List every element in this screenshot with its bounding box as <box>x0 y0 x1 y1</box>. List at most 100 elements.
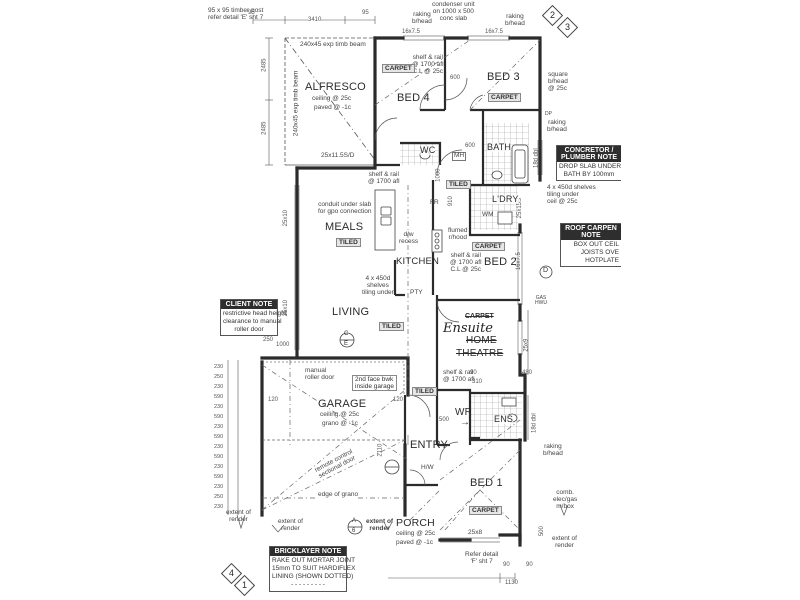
extent-render-2: extent of render <box>278 518 303 532</box>
conduit-note: conduit under slab for gpo connection <box>318 201 372 215</box>
square-bhead: square b/head @ 25c <box>548 71 568 92</box>
dim-window-16x75-a: 16x7.5 <box>402 29 421 35</box>
dim-25x9: 25x9 <box>523 338 530 352</box>
dim-600-a: 600 <box>450 75 461 81</box>
section-d-label: D <box>543 267 549 274</box>
pantry-label: PTY <box>410 289 423 296</box>
raking-bhead-bed1: raking b/head <box>543 443 563 457</box>
shelf-rail-meals: shelf & rail @ 1700 afl <box>368 171 400 185</box>
dim-2485-b: 2485 <box>261 121 268 135</box>
bricklayer-note-title: BRICKLAYER NOTE <box>270 547 346 556</box>
room-bed2: BED 2 <box>484 256 517 268</box>
wr-arrow-icon: → <box>460 417 470 428</box>
laundry-shelves: 4 x 450d shelves tiling under ceil @ 25c <box>547 184 596 205</box>
alfresco-ceiling: ceiling @ 25c <box>312 95 352 102</box>
alfresco-paving: paved @ -1c <box>314 104 351 111</box>
dim-500: 500 <box>439 417 450 423</box>
hot-water-label: H/W <box>421 464 434 471</box>
entry-floor-tiled: TILED <box>412 387 437 396</box>
shelf-rail-theatre: shelf & rail @ 1700 afl <box>443 369 475 383</box>
manhole-label: MH <box>452 152 467 161</box>
concretor-note-body: DROP SLAB UNDER BATH BY 100mm <box>559 163 622 179</box>
left-dimension-column: 230 250 230 590 230 590 230 590 230 590 … <box>214 364 224 510</box>
extent-render-3: extent of render <box>366 518 394 532</box>
bed2-floor-carpet: CARPET <box>472 242 505 251</box>
section-c-label: C <box>344 331 349 337</box>
room-garage: GARAGE <box>318 398 367 410</box>
extent-render-1: extent of render <box>226 509 251 523</box>
face-brick-note: 2nd face bwk inside garage <box>352 375 398 392</box>
condenser-note: condenser unit on 1000 x 500 conc slab <box>432 1 475 22</box>
shelf-rail-bed4: shelf & rail @ 1700 afl C.L @ 25c <box>412 54 444 75</box>
dim-90: 90 <box>470 370 477 376</box>
dim-250: 250 <box>263 337 274 343</box>
room-ens: ENS <box>494 414 514 425</box>
gas-hwu-label: GAS HWU <box>535 295 547 307</box>
client-note-body: restrictive head height clearance to man… <box>223 310 287 334</box>
flumed-rangehood: flumed r/hood <box>448 227 468 241</box>
bricklayer-note: BRICKLAYER NOTE RAKE OUT MORTAR JOINT 15… <box>269 546 356 592</box>
garage-ceiling: ceiling @ 25c <box>320 411 360 418</box>
section-a-sheet: 6 <box>352 528 356 534</box>
roof-note-body: BOX OUT CEIL JOISTS OVE HOTPLATE <box>573 241 619 265</box>
dim-500-porch: 500 <box>538 526 545 537</box>
room-porch: PORCH <box>396 517 435 529</box>
manual-roller-door: manual roller door <box>305 367 335 381</box>
client-note: CLIENT NOTE restrictive head height clea… <box>220 299 287 337</box>
room-wr: WR <box>455 407 473 418</box>
dim-2485-a: 2485 <box>261 58 268 72</box>
beam-top-note: 240x45 exp timb beam <box>300 41 366 48</box>
room-bed1: BED 1 <box>470 477 503 489</box>
roof-note-title: ROOF CARPEN NOTE <box>561 224 621 240</box>
ensuite-handwritten: Ensuite <box>443 321 493 336</box>
room-kitchen: KITCHEN <box>396 256 440 267</box>
fridge-label: FR <box>430 199 439 206</box>
dim-480: 480 <box>522 370 533 376</box>
comb-meter-box: comb. elec/gas m/box <box>553 489 578 510</box>
raking-bhead-right: raking b/head <box>505 13 525 27</box>
room-meals: MEALS <box>325 221 364 233</box>
sliding-door-label: 25x11.5S/D <box>321 152 355 159</box>
dim-2110: 2110 <box>377 443 384 457</box>
dim-1000: 1000 <box>435 168 442 182</box>
dim-600-b: 600 <box>465 143 476 149</box>
bricklayer-note-body: RAKE OUT MORTAR JOINT 15mm TO SUIT HARDI… <box>272 557 356 589</box>
extent-render-4: extent of render <box>552 535 577 549</box>
room-bed3: BED 3 <box>487 71 520 83</box>
edge-of-grano: edge of grano <box>318 491 359 499</box>
dim-18d-dbl: 18d dbl <box>533 148 540 168</box>
theatre-old-name-home: HOME <box>466 335 497 346</box>
concretor-note-title: CONCRETOR / PLUMBER NOTE <box>557 146 621 162</box>
section-c-sheet: E <box>344 341 349 347</box>
dim-90-b: 90 <box>526 562 533 568</box>
dim-1130: 1130 <box>505 580 518 586</box>
dim-1000-garage: 1000 <box>276 342 290 348</box>
raking-bhead-left: raking b/head <box>412 11 432 25</box>
dim-3410: 3410 <box>308 17 322 24</box>
dim-95-left: 95 <box>248 10 255 16</box>
bed1-floor-carpet: CARPET <box>469 506 502 515</box>
meals-floor-tiled: TILED <box>336 238 361 247</box>
theatre-old-name-theatre: THEATRE <box>456 348 504 359</box>
garage-grano: grano @ -1c <box>322 420 358 427</box>
theatre-old-floor: CARPET <box>465 313 494 320</box>
timber-post-note: 95 x 95 timber post refer detail 'E' sht… <box>208 7 264 21</box>
dim-window-16x75-b: 16x7.5 <box>485 29 504 35</box>
concretor-plumber-note: CONCRETOR / PLUMBER NOTE DROP SLAB UNDER… <box>556 145 622 182</box>
room-alfresco: ALFRESCO <box>305 81 366 93</box>
roof-carpenter-note: ROOF CARPEN NOTE BOX OUT CEIL JOISTS OVE… <box>560 223 621 268</box>
dim-120-a: 120 <box>268 397 279 403</box>
refer-detail-f: Refer detail 'F' sht 7 <box>465 551 499 565</box>
beam-side-note: 240x45 exp timb beam <box>292 70 300 137</box>
dim-90-a: 90 <box>503 562 510 568</box>
room-bath: BATH <box>487 142 512 153</box>
room-entry: ENTRY <box>410 439 449 451</box>
room-living: LIVING <box>332 306 370 318</box>
bed4-floor-carpet: CARPET <box>382 64 415 73</box>
living-floor-tiled: TILED <box>379 322 404 331</box>
client-note-title: CLIENT NOTE <box>221 300 277 309</box>
dim-25x10-a: 25x10 <box>283 209 290 227</box>
dim-310: 310 <box>472 379 483 385</box>
porch-ceiling: ceiling @ 25c <box>396 530 436 537</box>
